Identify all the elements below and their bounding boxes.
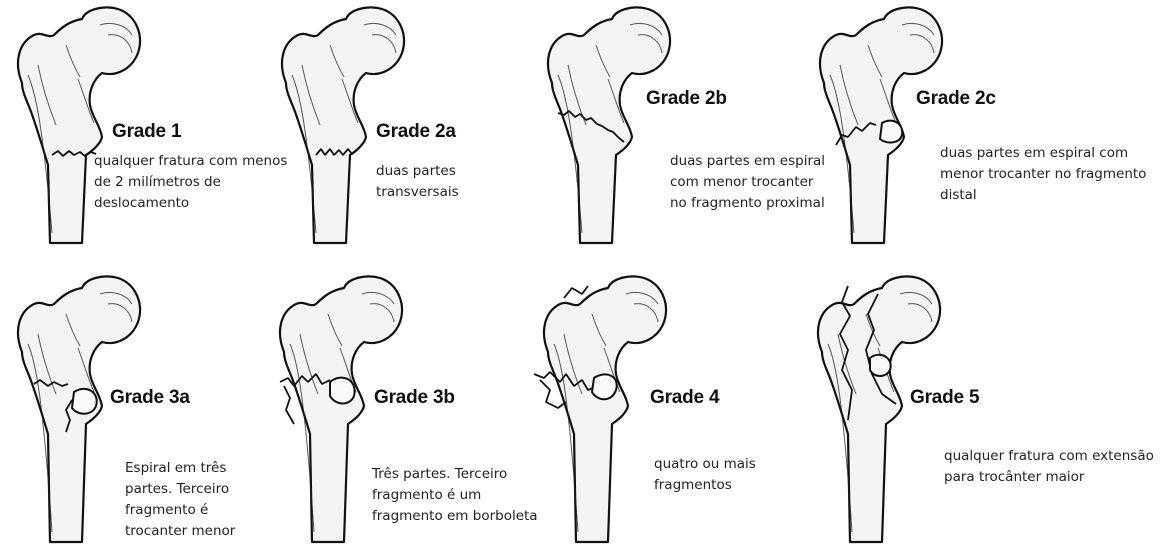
grade-title: Grade 2b: [646, 88, 727, 110]
grade-description: Espiral em três partes. Terceiro fragmen…: [125, 458, 270, 542]
grade-description: duas partes transversais: [376, 161, 476, 203]
grade-description: duas partes em espiral com menor trocant…: [940, 143, 1170, 206]
femur-outline: [818, 276, 940, 542]
grade-panel-2a: Grade 2a duas partes transversais: [272, 5, 552, 275]
bone-fragment: [72, 389, 97, 414]
bone-fragment: [330, 378, 355, 404]
grade-description: qualquer fratura com menos de 2 milímetr…: [94, 151, 294, 214]
grade-panel-2c: Grade 2c duas partes em espiral com meno…: [810, 5, 1090, 275]
grade-title: Grade 3a: [110, 387, 190, 409]
grade-description: qualquer fratura com extensão para trocâ…: [944, 446, 1164, 488]
grade-description: duas partes em espiral com menor trocant…: [670, 151, 830, 214]
grade-panel-3a: Grade 3a Espiral em três partes. Terceir…: [8, 274, 288, 544]
femur-illustration: [534, 274, 684, 544]
grade-title: Grade 2c: [916, 88, 996, 110]
femur-illustration: [808, 274, 958, 544]
femur-illustration: [810, 5, 960, 245]
grade-title: Grade 1: [112, 121, 181, 143]
grade-panel-5: Grade 5 qualquer fratura com extensão pa…: [808, 274, 1088, 544]
grade-panel-1: Grade 1 qualquer fratura com menos de 2 …: [8, 5, 288, 275]
grade-title: Grade 3b: [374, 387, 455, 409]
grade-title: Grade 5: [910, 387, 979, 409]
bone-fragment: [880, 121, 902, 143]
bone-fragment: [870, 355, 891, 376]
grade-description: Três partes. Terceiro fragmento é um fra…: [372, 464, 547, 527]
bone-fragment: [592, 374, 617, 399]
femur-illustration: [538, 5, 688, 245]
femur-outline: [544, 276, 666, 542]
grade-description: quatro ou mais fragmentos: [654, 454, 794, 496]
grade-panel-4: Grade 4 quatro ou mais fragmentos: [534, 274, 814, 544]
grade-title: Grade 2a: [376, 121, 456, 143]
grade-panel-3b: Grade 3b Três partes. Terceiro fragmento…: [270, 274, 550, 544]
grade-title: Grade 4: [650, 387, 719, 409]
grade-panel-2b: Grade 2b duas partes em espiral com meno…: [538, 5, 818, 275]
femur-outline: [548, 7, 670, 243]
